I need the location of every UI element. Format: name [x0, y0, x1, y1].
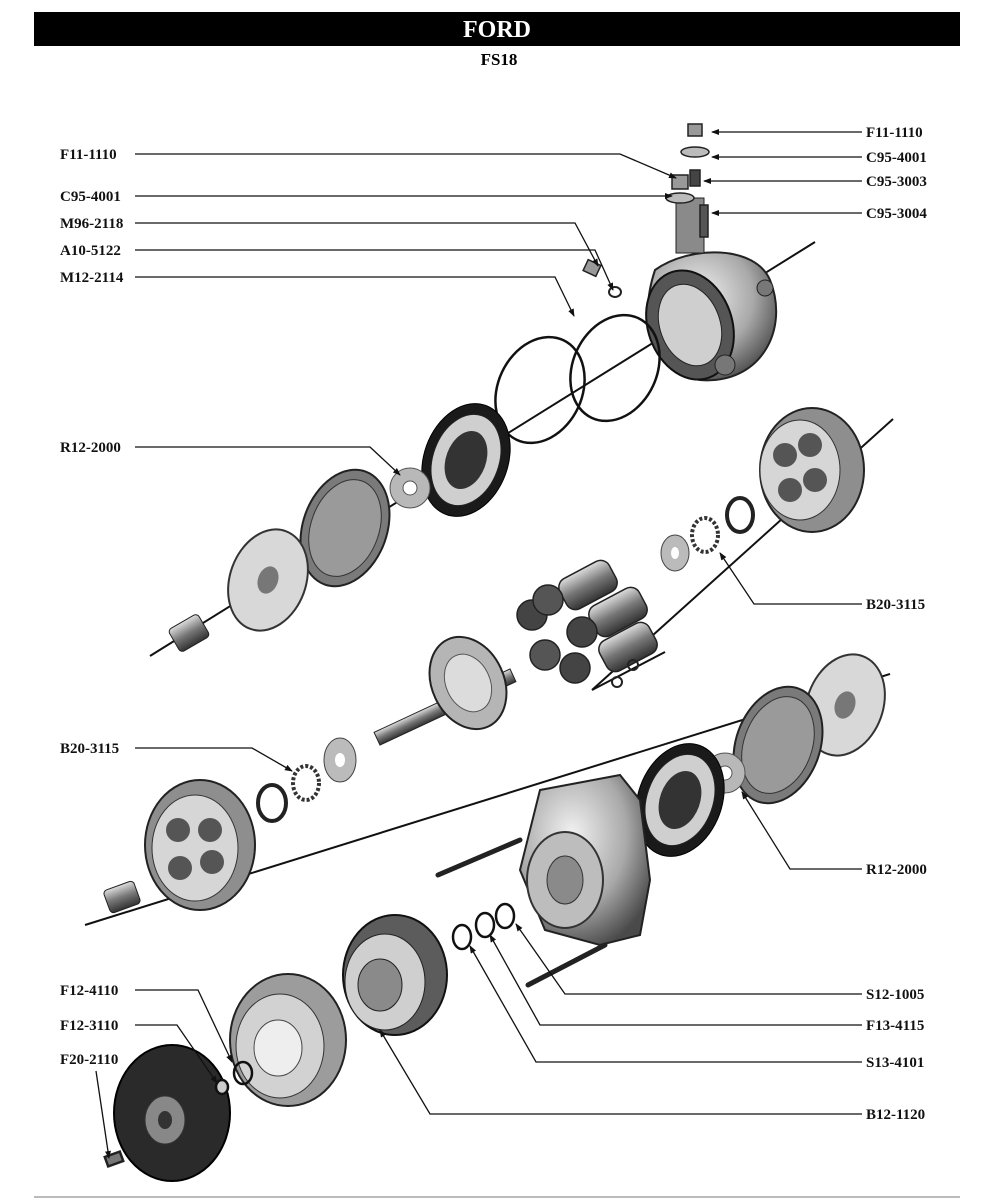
upper-valve-gasket: [421, 403, 511, 517]
upper-valve-plate: [299, 468, 391, 588]
label-r12-2000-right: R12-2000: [866, 862, 927, 878]
label-m12-2114: M12-2114: [60, 270, 124, 286]
through-bolts: [435, 837, 608, 988]
bottom-divider: [34, 1196, 960, 1198]
label-c95-4001-right: C95-4001: [866, 150, 927, 166]
lower-thrust-bearing: [256, 737, 357, 823]
o-rings: [494, 313, 661, 445]
lower-valve-plate: [732, 685, 824, 805]
label-f12-3110: F12-3110: [60, 1018, 118, 1034]
leader-lines: [95, 129, 862, 1159]
labels-left: F11-1110 C95-4001 M96-2118 A10-5122 M12-…: [60, 147, 124, 1068]
upper-thrust-bearing: [660, 496, 755, 572]
clutch-coil: [342, 914, 448, 1036]
label-f11-1110-left: F11-1110: [60, 147, 117, 163]
labels-right: F11-1110 C95-4001 C95-3003 C95-3004 B20-…: [866, 125, 927, 1123]
hub-shims: [103, 1060, 254, 1169]
upper-reed-valve: [389, 467, 431, 509]
label-m96-2118: M96-2118: [60, 216, 123, 232]
label-s13-4101: S13-4101: [866, 1055, 924, 1071]
lower-valve-gasket: [635, 743, 725, 857]
label-f12-4110: F12-4110: [60, 983, 118, 999]
model-title: FS18: [480, 50, 518, 69]
label-f11-1110-right: F11-1110: [866, 125, 923, 141]
front-cylinder-block: [759, 407, 865, 533]
label-c95-4001-left: C95-4001: [60, 189, 121, 205]
lower-head-plate: [804, 653, 886, 757]
swash-plate-shaft: [373, 635, 517, 746]
upper-needle-bearing: [168, 614, 210, 652]
clutch-hub: [113, 1044, 231, 1182]
label-c95-3003: C95-3003: [866, 174, 927, 190]
label-s12-1005: S12-1005: [866, 987, 924, 1003]
label-b20-3115-left: B20-3115: [60, 741, 119, 757]
label-b20-3115-right: B20-3115: [866, 597, 925, 613]
label-b12-1120: B12-1120: [866, 1107, 925, 1123]
lower-needle-bearing: [103, 880, 141, 914]
pulley: [229, 973, 347, 1107]
label-r12-2000-left: R12-2000: [60, 440, 121, 456]
upper-head-plate: [227, 528, 309, 632]
rear-cylinder-block: [144, 779, 256, 911]
front-housing: [518, 773, 652, 947]
label-f20-2110: F20-2110: [60, 1052, 118, 1068]
seal-and-snap-rings: [451, 902, 516, 951]
label-a10-5122: A10-5122: [60, 243, 121, 259]
brand-title: FORD: [34, 12, 960, 46]
label-c95-3004: C95-3004: [866, 206, 927, 222]
pistons: [516, 559, 658, 688]
label-f13-4115: F13-4115: [866, 1018, 924, 1034]
